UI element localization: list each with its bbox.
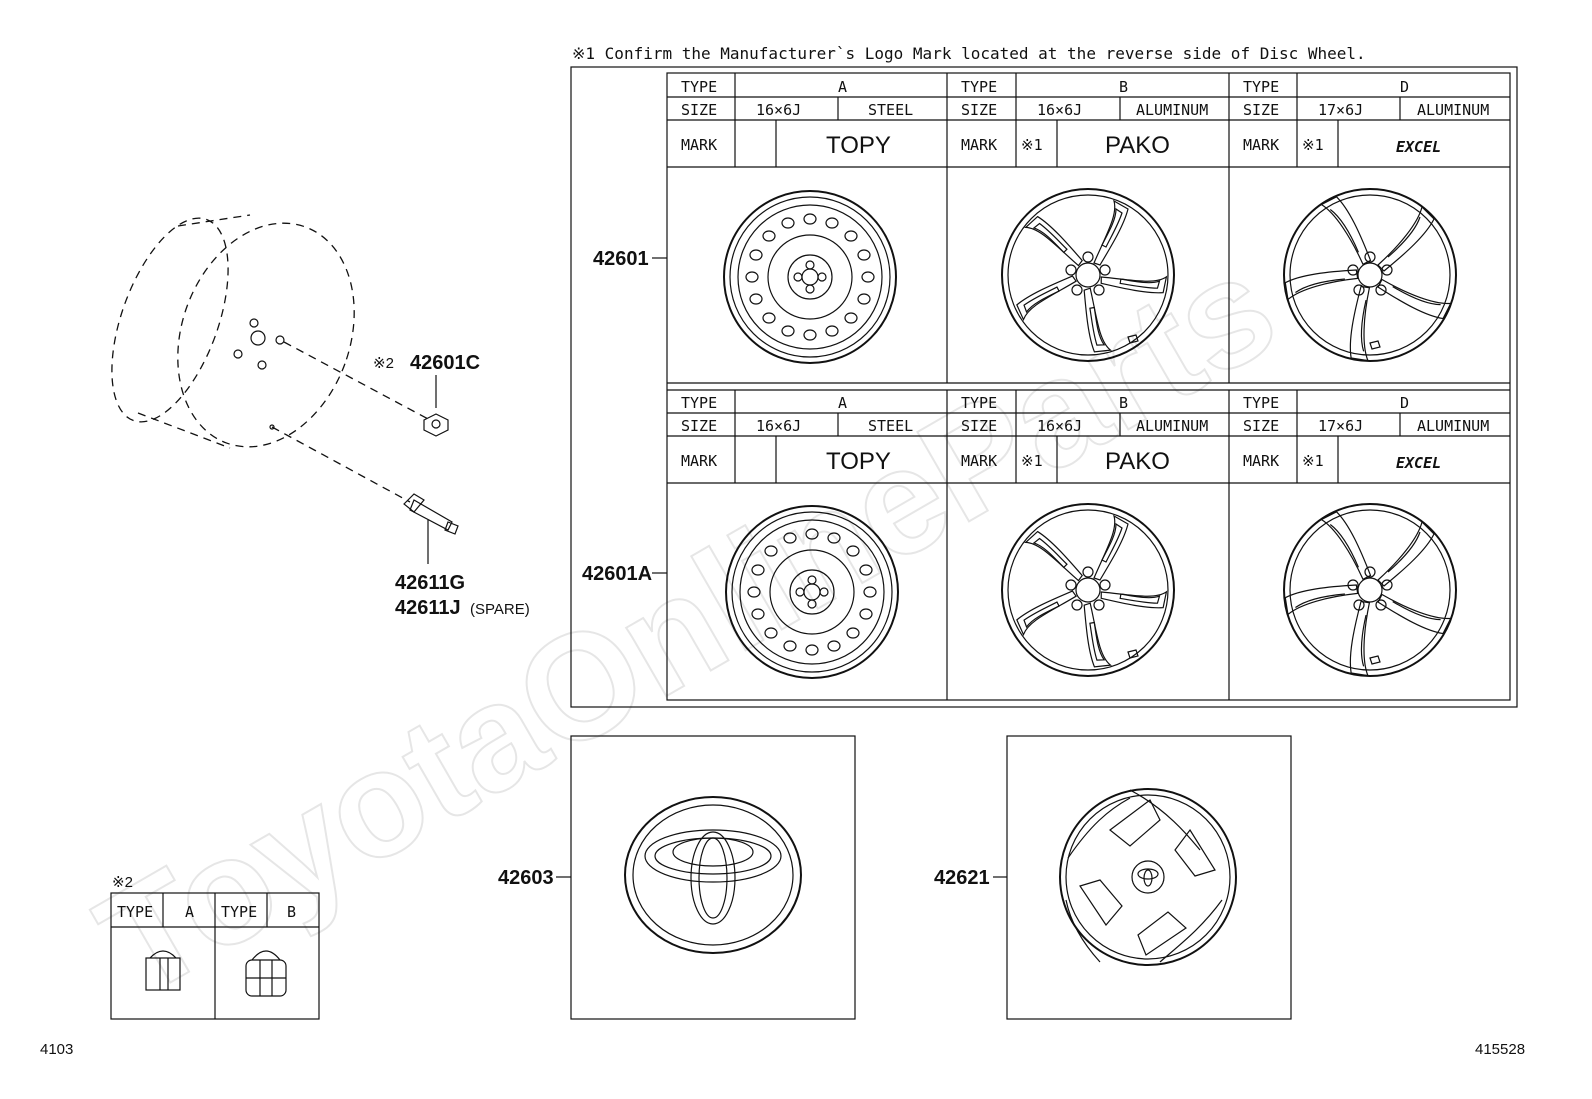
label-42611g[interactable]: 42611G	[395, 572, 465, 594]
nut-type-a: A	[185, 903, 194, 921]
type-d: D	[1400, 394, 1409, 412]
toyota-emblem-ornament[interactable]	[624, 796, 802, 954]
mark-d-logo: EXCEL	[1396, 454, 1441, 472]
material-a: STEEL	[868, 417, 913, 435]
wheel-cap-part[interactable]	[1059, 788, 1237, 966]
size-label: SIZE	[961, 101, 997, 119]
alloy-wheel-b-2[interactable]	[1002, 504, 1174, 676]
mark-a: TOPY	[826, 132, 891, 159]
mark-label: MARK	[681, 136, 717, 154]
type-label: TYPE	[1243, 394, 1279, 412]
mark-label: MARK	[1243, 452, 1279, 470]
size-b: 16×6J	[1037, 417, 1082, 435]
footer-left-code: 4103	[40, 1041, 73, 1058]
wheel-table-block-1-grid	[667, 73, 1510, 384]
nut-type-b-icon[interactable]	[245, 950, 287, 997]
valve-stem-part[interactable]	[403, 493, 459, 564]
wheel-table-block-2-grid	[667, 389, 1510, 700]
type-label: TYPE	[681, 394, 717, 412]
size-b: 16×6J	[1037, 101, 1082, 119]
label-42601a[interactable]: 42601A	[582, 563, 652, 585]
ornament-frame	[570, 735, 856, 1020]
ref-d: ※1	[1302, 136, 1324, 154]
type-d: D	[1400, 78, 1409, 96]
nut-type-b: B	[287, 903, 296, 921]
header-note: ※1 Confirm the Manufacturer`s Logo Mark …	[572, 44, 1366, 63]
wheel-table-frame	[570, 66, 1518, 708]
size-label: SIZE	[961, 417, 997, 435]
type-b: B	[1119, 78, 1128, 96]
ref-b: ※1	[1021, 452, 1043, 470]
size-label: SIZE	[1243, 101, 1279, 119]
nut-table-grid	[110, 892, 320, 1020]
nut-type-a-icon[interactable]	[145, 950, 181, 991]
type-b: B	[1119, 394, 1128, 412]
ref-b: ※1	[1021, 136, 1043, 154]
footer-right-code: 415528	[1475, 1041, 1525, 1058]
type-label: TYPE	[681, 78, 717, 96]
wheel-table-block-2-text: TYPE SIZE MARK A 16×6J STEEL TOPY TYPE S…	[681, 394, 1489, 475]
steel-wheel-a-1[interactable]	[723, 190, 897, 364]
wheel-table-inner	[666, 72, 1511, 701]
size-label: SIZE	[681, 101, 717, 119]
alloy-wheel-d-1[interactable]	[1278, 189, 1456, 368]
alloy-wheel-d-2[interactable]	[1278, 504, 1456, 683]
nut-note-ref: ※2	[373, 355, 394, 372]
size-label: SIZE	[681, 417, 717, 435]
mark-label: MARK	[961, 452, 997, 470]
nut-type-label-a: TYPE	[117, 903, 153, 921]
material-b: ALUMINUM	[1136, 101, 1208, 119]
label-42601c[interactable]: 42601C	[410, 352, 480, 374]
mark-label: MARK	[1243, 136, 1279, 154]
material-d: ALUMINUM	[1417, 417, 1489, 435]
material-b: ALUMINUM	[1136, 417, 1208, 435]
label-42601[interactable]: 42601	[593, 248, 649, 270]
wheel-assembly-drawing	[111, 214, 431, 503]
size-a: 16×6J	[756, 101, 801, 119]
mark-b: PAKO	[1105, 132, 1170, 159]
material-d: ALUMINUM	[1417, 101, 1489, 119]
label-42603[interactable]: 42603	[498, 867, 554, 889]
hub-nut-part[interactable]	[423, 375, 449, 437]
size-d: 17×6J	[1318, 101, 1363, 119]
label-spare-suffix: (SPARE)	[470, 601, 530, 618]
type-label: TYPE	[961, 78, 997, 96]
mark-label: MARK	[961, 136, 997, 154]
mark-label: MARK	[681, 452, 717, 470]
size-label: SIZE	[1243, 417, 1279, 435]
size-a: 16×6J	[756, 417, 801, 435]
nut-table-note: ※2	[112, 874, 133, 891]
material-a: STEEL	[868, 101, 913, 119]
type-label: TYPE	[961, 394, 997, 412]
wheel-cap-frame	[1006, 735, 1292, 1020]
type-a: A	[838, 394, 847, 412]
type-label: TYPE	[1243, 78, 1279, 96]
label-42611j[interactable]: 42611J	[395, 597, 461, 619]
mark-d-logo: EXCEL	[1396, 138, 1441, 156]
label-42621[interactable]: 42621	[934, 867, 990, 889]
size-d: 17×6J	[1318, 417, 1363, 435]
nut-type-label-b: TYPE	[221, 903, 257, 921]
mark-a: TOPY	[826, 448, 891, 475]
ref-d: ※1	[1302, 452, 1324, 470]
type-a: A	[838, 78, 847, 96]
mark-b: PAKO	[1105, 448, 1170, 475]
wheel-table-block-1-text: TYPE SIZE MARK A 16×6J STEEL TOPY TYPE S…	[681, 78, 1489, 159]
